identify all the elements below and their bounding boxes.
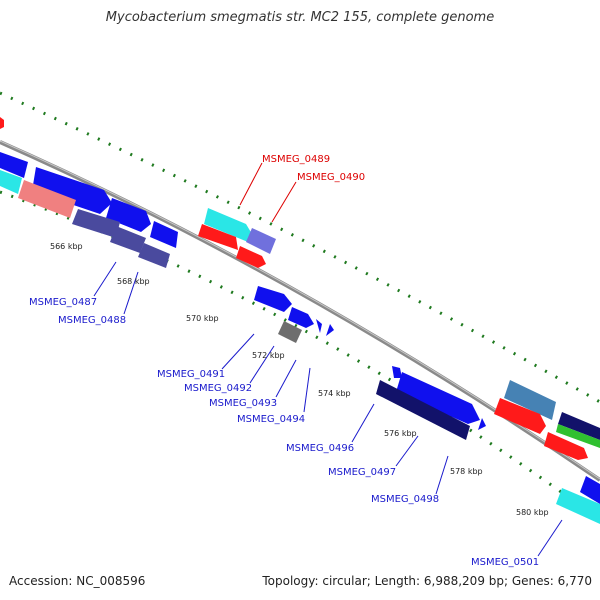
gene-arrow[interactable] xyxy=(544,432,588,460)
gene-arrow[interactable] xyxy=(316,319,322,333)
gene-arrow[interactable] xyxy=(580,476,600,504)
gene-arrow[interactable] xyxy=(0,170,22,194)
connector-0487 xyxy=(93,261,117,297)
connector-0490 xyxy=(271,181,297,223)
gene-arrow[interactable] xyxy=(494,398,546,434)
map-title: Mycobacterium smegmatis str. MC2 155, co… xyxy=(105,10,495,25)
gene-label-0497[interactable]: MSMEG_0497 xyxy=(328,467,396,478)
gene-track-0489 xyxy=(198,208,276,268)
gene-arrow[interactable] xyxy=(478,418,486,430)
gene-arrow[interactable] xyxy=(392,366,402,378)
gene-arrow[interactable] xyxy=(376,380,470,440)
tick-labels: 566 kbp 568 kbp 570 kbp 572 kbp 574 kbp … xyxy=(50,242,549,517)
gene-label-0493[interactable]: MSMEG_0493 xyxy=(209,398,277,409)
gene-arrow[interactable] xyxy=(204,208,252,242)
tick-label: 570 kbp xyxy=(186,314,219,323)
tick-label: 576 kbp xyxy=(384,429,417,438)
gene-arrow[interactable] xyxy=(236,246,266,268)
gene-arrow[interactable] xyxy=(326,324,334,336)
tick-label: 578 kbp xyxy=(450,467,483,476)
gene-label-0494[interactable]: MSMEG_0494 xyxy=(237,414,305,425)
genome-backbone xyxy=(0,140,600,482)
gene-label-0498[interactable]: MSMEG_0498 xyxy=(371,494,439,505)
gene-arrow[interactable] xyxy=(278,321,302,343)
inner-tick-ring xyxy=(0,190,600,522)
gene-label-0488[interactable]: MSMEG_0488 xyxy=(58,315,126,326)
outer-tick-ring xyxy=(0,91,600,404)
gene-arrow[interactable] xyxy=(556,424,600,448)
accession-label: Accession: NC_008596 xyxy=(9,574,146,588)
gene-arrow[interactable] xyxy=(198,224,238,250)
gene-arrow[interactable] xyxy=(110,226,146,253)
gene-track-0496 xyxy=(376,366,486,440)
connector-0494 xyxy=(303,367,311,413)
connector-0498 xyxy=(435,455,449,495)
gene-arrow[interactable] xyxy=(556,488,600,524)
gene-arrow[interactable] xyxy=(246,228,276,254)
gene-label-0490[interactable]: MSMEG_0490 xyxy=(297,172,365,183)
tick-rings xyxy=(0,91,600,522)
gene-arrow[interactable] xyxy=(288,307,314,328)
gene-arrow[interactable] xyxy=(0,152,28,178)
genome-summary-label: Topology: circular; Length: 6,988,209 bp… xyxy=(262,574,592,588)
gene-label-0487[interactable]: MSMEG_0487 xyxy=(29,297,97,308)
gene-label-0491[interactable]: MSMEG_0491 xyxy=(157,369,225,380)
gene-arrow[interactable] xyxy=(396,372,480,424)
gene-arrow[interactable] xyxy=(0,117,4,129)
gene-label-0492[interactable]: MSMEG_0492 xyxy=(184,383,252,394)
gene-arrow[interactable] xyxy=(150,221,178,248)
gene-labels: MSMEG_0489 MSMEG_0490 MSMEG_0487 MSMEG_0… xyxy=(29,154,539,568)
connector-0496 xyxy=(351,403,375,443)
tick-label: 566 kbp xyxy=(50,242,83,251)
gene-arrow[interactable] xyxy=(18,180,76,218)
gene-arrow[interactable] xyxy=(106,198,151,232)
gene-arrow[interactable] xyxy=(504,380,556,420)
gene-arrow[interactable] xyxy=(32,167,112,214)
connector-0488 xyxy=(123,271,139,315)
connector-0493 xyxy=(275,359,297,398)
gene-label-0501[interactable]: MSMEG_0501 xyxy=(471,557,539,568)
tick-label: 572 kbp xyxy=(252,351,285,360)
gene-arrow[interactable] xyxy=(558,412,600,440)
tick-label: 568 kbp xyxy=(117,277,150,286)
gene-label-0496[interactable]: MSMEG_0496 xyxy=(286,443,354,454)
label-connectors xyxy=(93,162,563,557)
connector-0489 xyxy=(239,162,263,206)
tick-label: 574 kbp xyxy=(318,389,351,398)
connector-0491 xyxy=(221,333,255,370)
gene-arrow[interactable] xyxy=(254,286,292,312)
connector-0501 xyxy=(537,519,563,557)
gene-arrow[interactable] xyxy=(72,209,120,238)
connector-0497 xyxy=(395,435,419,467)
tick-label: 580 kbp xyxy=(516,508,549,517)
gene-label-0489[interactable]: MSMEG_0489 xyxy=(262,154,330,165)
gene-track-right xyxy=(494,380,600,524)
gene-arrow[interactable] xyxy=(138,243,170,268)
connector-0492 xyxy=(249,345,275,384)
gene-track-left xyxy=(0,117,178,268)
gene-track-0491 xyxy=(254,286,334,343)
